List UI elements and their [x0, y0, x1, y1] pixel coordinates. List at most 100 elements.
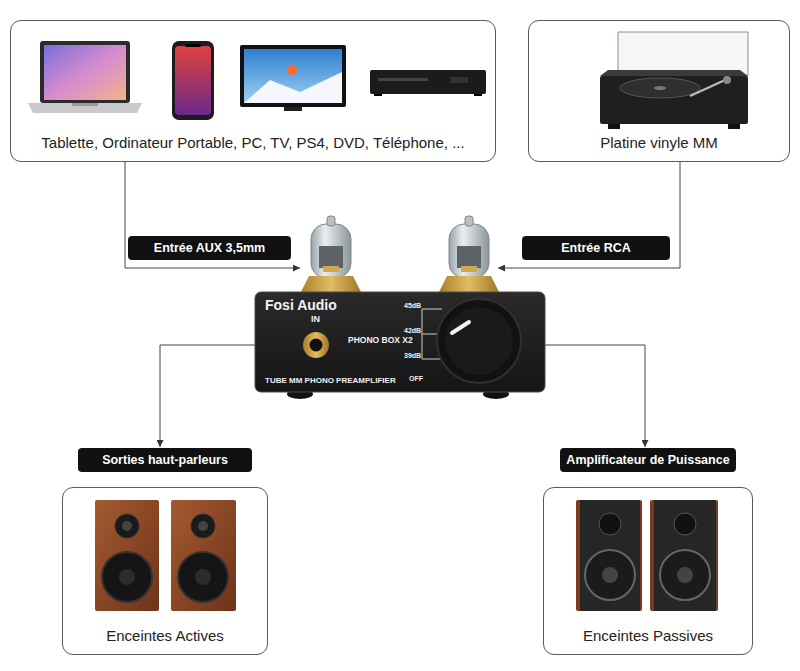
preamp-tube: [457, 246, 481, 268]
wood-speaker: [122, 521, 132, 531]
wood-speaker: [178, 552, 228, 602]
node-text: Amplificateur de Puissance: [566, 453, 729, 467]
preamp-tube: [299, 276, 363, 296]
phone-picture: [185, 44, 201, 47]
node-text: Enceintes Actives: [106, 627, 224, 645]
preamp-tube: [323, 266, 339, 272]
preamp-tube: [319, 246, 343, 268]
bookshelf-speaker: [585, 550, 635, 600]
laptop-picture: [72, 103, 98, 106]
preamp-tube: [299, 216, 363, 296]
turntable-picture: [723, 76, 731, 84]
node-text: Tablette, Ordinateur Portable, PC, TV, P…: [41, 134, 464, 152]
off-label: OFF: [409, 375, 423, 382]
tv-picture: [284, 107, 302, 111]
turntable-picture: [608, 124, 620, 129]
preamp-body: [445, 307, 513, 375]
preamp-body: [422, 334, 440, 335]
node-text: Sorties haut-parleurs: [102, 453, 228, 467]
laptop-picture: [40, 41, 130, 103]
wood-speaker: [119, 569, 135, 585]
preamp-tube: [437, 276, 501, 296]
node-text: Entrée RCA: [561, 241, 630, 255]
bookshelf-speaker: [650, 500, 718, 611]
preamp-body: [422, 309, 442, 310]
turntable-picture: [620, 78, 700, 98]
speaker-box: Enceintes Passives: [543, 487, 753, 655]
preamp-body: [452, 322, 469, 333]
preamp-body: [303, 332, 329, 358]
laptop-picture: [28, 103, 142, 113]
phone-picture: [175, 46, 211, 115]
phone-picture: [172, 41, 214, 120]
turntable-picture: [600, 76, 748, 124]
bookshelf-speaker: [650, 500, 718, 611]
bookshelf-speaker: [677, 567, 693, 583]
node-text: Enceintes Passives: [583, 627, 713, 645]
signal-connector: [545, 345, 645, 447]
preamp-tube: [311, 224, 351, 278]
gain-label: 45dB: [404, 302, 421, 309]
speaker-box: Enceintes Actives: [62, 487, 268, 655]
preamp-body: [287, 389, 313, 399]
phone-picture: [172, 41, 214, 120]
turntable-picture: [600, 32, 748, 129]
preamp-tube: [461, 266, 477, 272]
turntable-picture: [600, 70, 748, 76]
bookshelf-speaker: [602, 567, 618, 583]
wood-speaker: [102, 552, 152, 602]
output-tag: Sorties haut-parleurs: [78, 448, 252, 472]
preamp-tube: [437, 216, 501, 296]
dvd-player-picture: [370, 70, 486, 96]
node-text: Platine vinyle MM: [600, 134, 718, 152]
preamp-tube: [327, 216, 335, 226]
source-box: Platine vinyle MM: [528, 20, 790, 162]
preamp-tube: [465, 216, 473, 226]
preamp-tube: [449, 224, 489, 278]
dvd-player-picture: [378, 78, 428, 81]
signal-connector: [498, 162, 680, 268]
bookshelf-speaker: [580, 500, 640, 611]
tv-picture: [244, 72, 342, 103]
wood-speaker: [171, 500, 236, 611]
signal-connector: [160, 345, 255, 447]
bookshelf-speaker: [660, 550, 710, 600]
preamp-device: Fosi AudioINPHONO BOX X245dB42dB39dBTUBE…: [255, 222, 545, 392]
bookshelf-speaker: [576, 500, 642, 611]
preamp-body: [422, 359, 442, 360]
laptop-picture: [44, 45, 126, 100]
turntable-picture: [690, 80, 725, 96]
product-text: TUBE MM PHONO PREAMPLIFIER: [265, 376, 396, 385]
preamp-body: [422, 309, 423, 359]
preamp-body: [255, 292, 545, 392]
preamp-body: [255, 292, 545, 399]
preamp-body: [483, 389, 509, 399]
bookshelf-speaker: [674, 513, 696, 535]
dvd-player-picture: [374, 94, 382, 96]
tv-picture: [240, 45, 346, 107]
preamp-body: [437, 299, 521, 383]
turntable-picture: [618, 32, 748, 76]
preamp-body: [310, 339, 323, 352]
tv-picture: [287, 65, 297, 75]
tv-picture: [240, 45, 346, 111]
jack-label: IN: [311, 314, 320, 324]
output-tag: Amplificateur de Puissance: [560, 448, 736, 472]
gain-label: 39dB: [404, 352, 421, 359]
bookshelf-speaker: [599, 513, 621, 535]
turntable-picture: [654, 86, 666, 90]
dvd-player-picture: [450, 77, 468, 83]
wood-speaker: [198, 521, 208, 531]
wood-speaker: [191, 514, 215, 538]
wood-speaker: [115, 514, 139, 538]
source-box: Tablette, Ordinateur Portable, PC, TV, P…: [10, 20, 496, 162]
wood-speaker: [195, 569, 211, 585]
gain-label: 42dB: [404, 327, 421, 334]
bookshelf-speaker: [576, 500, 642, 611]
dvd-player-picture: [370, 70, 486, 94]
tv-picture: [244, 49, 342, 103]
input-tag: Entrée AUX 3,5mm: [128, 236, 291, 260]
dvd-player-picture: [474, 94, 482, 96]
wood-speaker: [95, 500, 159, 611]
